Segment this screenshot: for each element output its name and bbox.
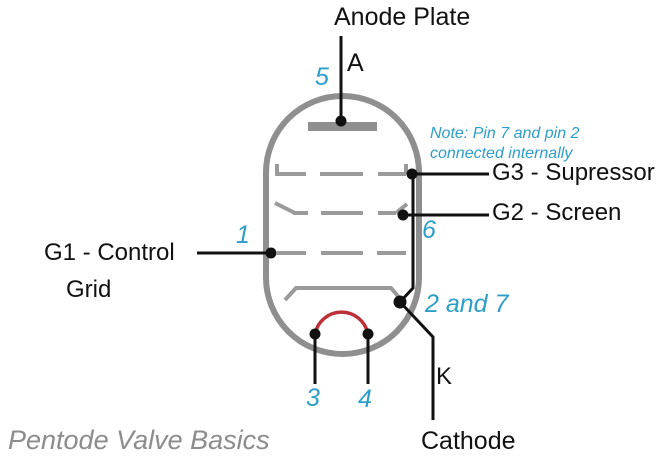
heater-filament xyxy=(313,310,370,335)
pin-number-3: 3 xyxy=(306,384,320,412)
diagram-caption: Pentode Valve Basics xyxy=(8,425,270,455)
grid-elements xyxy=(274,164,409,303)
cathode-label: Cathode xyxy=(421,427,516,455)
pin-number-5: 5 xyxy=(315,63,329,91)
internal-g3-cathode-link xyxy=(398,175,415,304)
g2-screen-grid xyxy=(274,201,409,215)
pin-number-2-and-7: 2 and 7 xyxy=(425,290,509,318)
internal-connection-note: Note: Pin 7 and pin 2 connected internal… xyxy=(430,124,579,164)
g3-pin-dot xyxy=(406,168,418,180)
cathode-lead-line xyxy=(398,300,435,420)
heater-right-dot xyxy=(362,328,374,340)
tube-envelope xyxy=(263,93,422,357)
lead-lines xyxy=(197,36,489,420)
g3-suppressor-grid xyxy=(275,164,408,176)
g1-control-label-line1: G1 - Control xyxy=(44,239,175,266)
g1-control-label-line2: Grid xyxy=(66,276,112,303)
g2-screen-label: G2 - Screen xyxy=(492,199,622,226)
pin-dots xyxy=(265,115,418,340)
g3-suppressor-label: G3 - Supressor xyxy=(492,159,655,186)
note-line-2: connected internally xyxy=(430,145,573,162)
anode-symbol-label: A xyxy=(347,49,364,77)
note-line-1: Note: Pin 7 and pin 2 xyxy=(430,125,580,142)
pin-number-6: 6 xyxy=(422,216,436,244)
g2-pin-dot xyxy=(397,209,409,221)
pin-number-1: 1 xyxy=(236,221,250,249)
anode-pin-dot xyxy=(335,115,347,127)
cathode-junction-dot xyxy=(393,295,407,309)
anode-plate-label: Anode Plate xyxy=(334,3,471,31)
anode-plate-bar xyxy=(308,122,377,131)
cathode-symbol-label: K xyxy=(436,363,453,390)
g1-pin-dot xyxy=(265,247,277,259)
heater-left-dot xyxy=(309,328,321,340)
pin-number-4: 4 xyxy=(358,385,372,413)
cathode-element xyxy=(283,286,404,303)
